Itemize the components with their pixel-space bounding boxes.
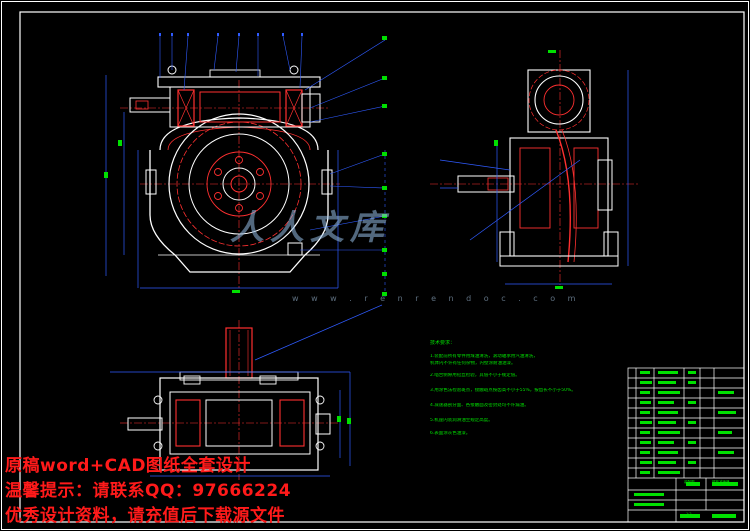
watermark-line-1: 原稿word+CAD图纸全套设计 xyxy=(5,456,251,476)
notes-line: 4.减速器剖分面、各接触面及密封处均不许漏油。 xyxy=(430,402,529,408)
notes-line: 5.机座内装润滑油至规定高度。 xyxy=(430,417,493,423)
notes-line: 2.啮合侧隙用铅丝检验，其值不小于规定值。 xyxy=(430,372,520,378)
watermark-brand: 人人文库 xyxy=(230,208,390,248)
title-block-sheet: 装配图 xyxy=(684,480,695,484)
title-block-scale: 1:2 xyxy=(686,512,692,516)
notes-line: 机体内不许有任何杂物，内壁涂耐油油漆。 xyxy=(430,360,516,366)
inner-frame xyxy=(19,11,745,523)
title-block-name: 蜗杆减速器 xyxy=(712,480,730,484)
watermark-line-3: 优秀设计资料，请充值后下载源文件 xyxy=(5,506,285,526)
parts-list-text xyxy=(634,371,738,518)
top-view xyxy=(110,304,383,480)
watermark-site: w w w . r e n r e n d o c . c o m xyxy=(292,294,581,303)
notes-title: 技术要求： xyxy=(430,340,456,346)
notes-line: 3.用涂色法检验斑点，接触斑点按齿高不小于55%，按齿长不小于50%。 xyxy=(430,387,576,393)
technical-requirements: 技术要求： 1.装配前所有零件用煤油清洗，滚动轴承用汽油清洗， 机体内不许有任何… xyxy=(430,340,620,438)
parts-list xyxy=(627,367,745,523)
notes-line: 6.表面涂灰色油漆。 xyxy=(430,430,471,436)
notes-line: 1.装配前所有零件用煤油清洗，滚动轴承用汽油清洗， xyxy=(430,353,538,359)
front-view xyxy=(104,33,387,300)
watermark-line-2: 温馨提示：请联系QQ：97666224 xyxy=(5,481,292,501)
side-view xyxy=(430,50,640,289)
